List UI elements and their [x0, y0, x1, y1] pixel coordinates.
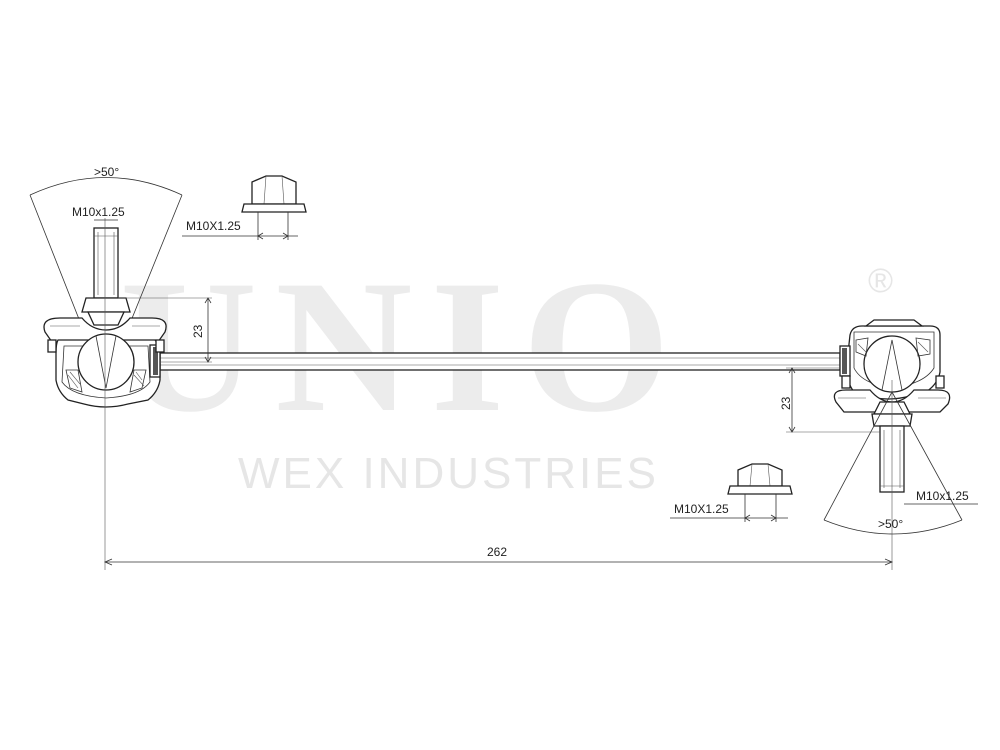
left-flange-nut	[182, 175, 307, 240]
left-offset-value: 23	[191, 324, 205, 338]
left-thread-label: M10x1.25	[72, 205, 125, 219]
left-angle-label: >50°	[94, 165, 119, 179]
right-ball-joint	[823, 319, 963, 570]
watermark-registered-mark: ®	[868, 262, 893, 300]
watermark-company: WEX INDUSTRIES	[238, 449, 659, 498]
left-nut-thread-label: M10X1.25	[186, 219, 241, 233]
right-thread-label: M10x1.25	[916, 489, 969, 503]
link-bar	[159, 352, 841, 371]
overall-length-value: 262	[487, 545, 507, 559]
left-ball-joint	[29, 177, 183, 570]
right-angle-label: >50°	[878, 517, 903, 531]
left-offset-dimension	[118, 297, 212, 363]
right-flange-nut	[670, 463, 793, 522]
watermark-brand: UNIO	[120, 242, 688, 452]
right-offset-value: 23	[779, 396, 793, 410]
watermark: UNIO ® WEX INDUSTRIES	[120, 242, 893, 498]
right-nut-thread-label: M10X1.25	[674, 502, 729, 516]
right-offset-dimension	[786, 367, 880, 433]
overall-length-dimension	[103, 558, 894, 566]
